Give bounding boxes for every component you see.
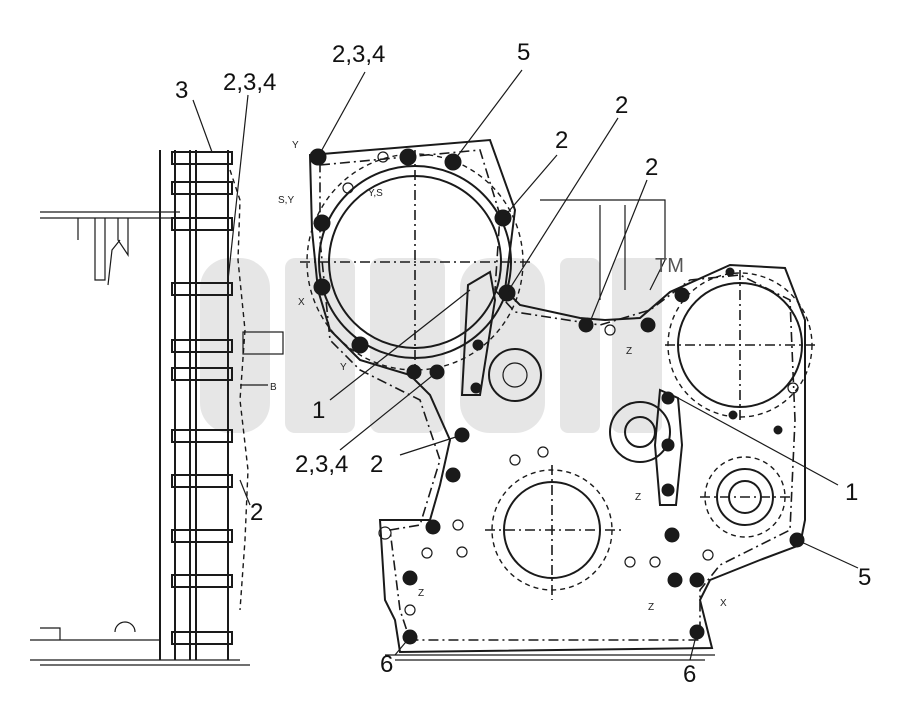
callout-labels: 2,3,4 5 3 2,3,4 2 2 2 1 2,3,4 2 2 1 5 6 … <box>175 39 871 688</box>
letter-x-left: X <box>298 297 305 308</box>
letter-z-right: Z <box>635 492 641 503</box>
callout-5-right: 5 <box>858 564 871 591</box>
callout-1-right: 1 <box>845 479 858 506</box>
callout-2-c: 2 <box>645 154 658 181</box>
small-hub <box>460 270 542 402</box>
callout-2-left: 2 <box>250 499 263 526</box>
letter-y-low: Y <box>340 362 347 373</box>
callout-3-left: 3 <box>175 77 188 104</box>
letter-z-mid: Z <box>626 346 632 357</box>
axis-letters: Y S,Y Y,S X Y Z Z Z X Z TM <box>278 140 727 613</box>
callout-5-top: 5 <box>517 39 530 66</box>
callout-2-b: 2 <box>615 92 628 119</box>
callout-6-left: 6 <box>380 651 393 678</box>
callout-234-bottom: 2,3,4 <box>295 451 348 478</box>
callout-2-a: 2 <box>555 127 568 154</box>
side-bolts <box>171 151 233 645</box>
small-holes <box>342 151 799 616</box>
callout-2-bottom: 2 <box>370 451 383 478</box>
letter-y-top: Y <box>292 140 299 151</box>
callout-234-top: 2,3,4 <box>332 41 385 68</box>
letter-z-low: Z <box>648 602 654 613</box>
right-upper-bore <box>665 270 815 420</box>
letter-sy: S,Y <box>278 195 294 206</box>
side-view-section: B <box>30 150 284 666</box>
callout-1-mid: 1 <box>312 397 325 424</box>
center-lower-bore <box>485 465 625 600</box>
right-lower-bore <box>700 456 790 538</box>
leader-lines <box>192 69 859 661</box>
trademark-mark: TM <box>655 255 684 277</box>
letter-ys: Y,S <box>368 188 383 199</box>
view-b-label: B <box>270 382 277 393</box>
letter-z-left: Z <box>418 588 424 599</box>
callout-234-left: 2,3,4 <box>223 69 276 96</box>
letter-x-low: X <box>720 598 727 609</box>
callout-6-right: 6 <box>683 661 696 688</box>
